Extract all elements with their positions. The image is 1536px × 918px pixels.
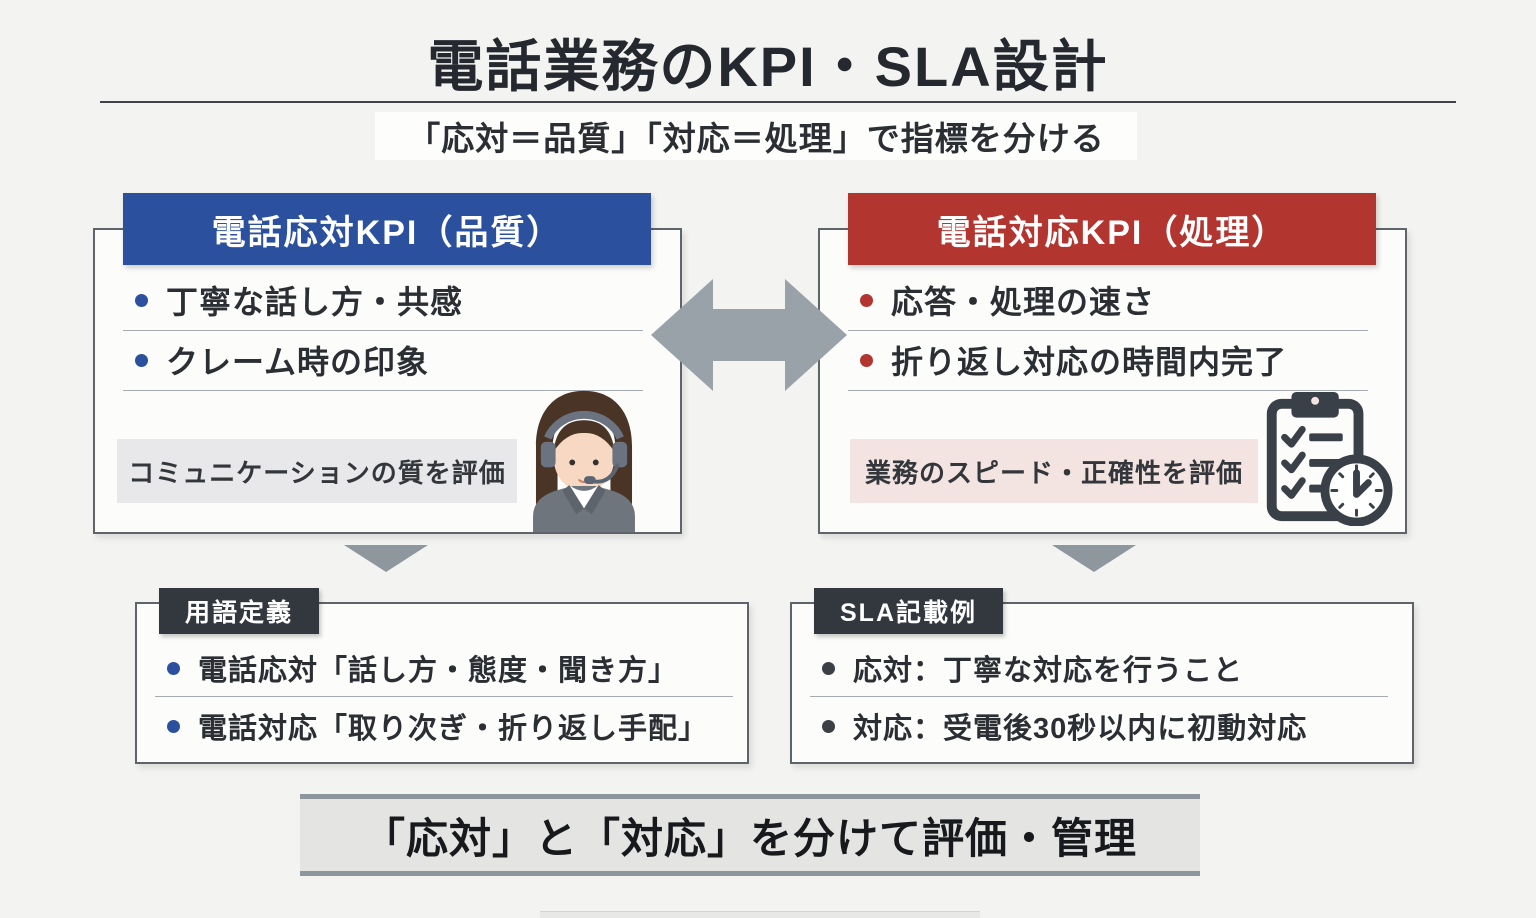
quality-item-1-label: 丁寧な話し方・共感 — [166, 284, 464, 320]
processing-panel-header: 電話対応KPI（処理） — [848, 193, 1376, 265]
down-arrow-icon — [1052, 545, 1136, 572]
item-divider — [810, 696, 1388, 697]
quality-panel: 電話応対KPI（品質） 丁寧な話し方・共感 クレーム時の印象 コミュニケーション… — [93, 193, 682, 534]
processing-item-1-label: 応答・処理の速さ — [891, 284, 1156, 320]
definition-box-tag: 用語定義 — [159, 588, 320, 634]
bullet-dot-icon — [167, 719, 180, 733]
subtitle-highlight: 「応対＝品質」「対応＝処理」で指標を分ける — [375, 112, 1137, 160]
processing-item-2: 折り返し対応の時間内完了 — [848, 338, 1366, 382]
processing-note: 業務のスピード・正確性を評価 — [850, 439, 1258, 503]
definition-item-2: 電話対応「取り次ぎ・折り返し手配」 — [155, 704, 730, 748]
bullet-dot-icon — [822, 719, 835, 733]
definition-item-1: 電話応対「話し方・態度・聞き方」 — [155, 646, 730, 690]
page-subtitle: 「応対＝品質」「対応＝処理」で指標を分ける — [407, 120, 1105, 157]
bullet-dot-icon — [167, 661, 180, 675]
footer-banner-label: 「応対」と「対応」を分けて評価・管理 — [362, 814, 1137, 862]
quality-panel-header: 電話応対KPI（品質） — [123, 193, 651, 265]
processing-note-label: 業務のスピード・正確性を評価 — [864, 457, 1243, 488]
sla-box-tag: SLA記載例 — [814, 588, 1004, 634]
processing-panel: 電話対応KPI（処理） 応答・処理の速さ 折り返し対応の時間内完了 業務のスピー… — [818, 193, 1407, 534]
quality-item-2-label: クレーム時の印象 — [166, 344, 430, 380]
sla-item-2: 対応：受電後30秒以内に初動対応 — [810, 704, 1385, 748]
checklist-clock-icon — [1266, 391, 1393, 526]
item-divider — [848, 330, 1368, 331]
call-center-operator-illustration — [533, 390, 635, 532]
quality-item-2: クレーム時の印象 — [123, 338, 641, 382]
page-title: 電話業務のKPI・SLA設計 — [427, 35, 1109, 98]
item-divider — [123, 390, 643, 391]
sla-item-1-label: 応対：丁寧な対応を行うこと — [853, 655, 1244, 687]
title-divider — [100, 101, 1456, 103]
quality-note-label: コミュニケーションの質を評価 — [128, 457, 506, 488]
double-arrow-icon — [651, 279, 847, 391]
bullet-dot-icon — [135, 353, 148, 367]
item-divider — [848, 390, 1368, 391]
sla-box: SLA記載例 応対：丁寧な対応を行うこと 対応：受電後30秒以内に初動対応 — [790, 588, 1414, 764]
down-arrow-icon — [344, 545, 428, 572]
bullet-dot-icon — [135, 293, 148, 307]
bullet-dot-icon — [822, 661, 835, 675]
quality-note: コミュニケーションの質を評価 — [117, 439, 517, 503]
bullet-dot-icon — [860, 353, 873, 367]
item-divider — [123, 330, 643, 331]
sla-item-2-label: 対応：受電後30秒以内に初動対応 — [853, 713, 1308, 745]
definition-item-1-label: 電話応対「話し方・態度・聞き方」 — [198, 655, 679, 687]
definition-item-2-label: 電話対応「取り次ぎ・折り返し手配」 — [198, 713, 709, 745]
quality-item-1: 丁寧な話し方・共感 — [123, 278, 641, 322]
definition-box: 用語定義 電話応対「話し方・態度・聞き方」 電話対応「取り次ぎ・折り返し手配」 — [135, 588, 749, 764]
footer-banner: 「応対」と「対応」を分けて評価・管理 — [300, 794, 1200, 876]
processing-item-2-label: 折り返し対応の時間内完了 — [891, 344, 1288, 380]
sla-item-1: 応対：丁寧な対応を行うこと — [810, 646, 1385, 690]
item-divider — [155, 696, 733, 697]
cutoff-element — [540, 911, 980, 918]
processing-item-1: 応答・処理の速さ — [848, 278, 1366, 322]
bullet-dot-icon — [860, 293, 873, 307]
